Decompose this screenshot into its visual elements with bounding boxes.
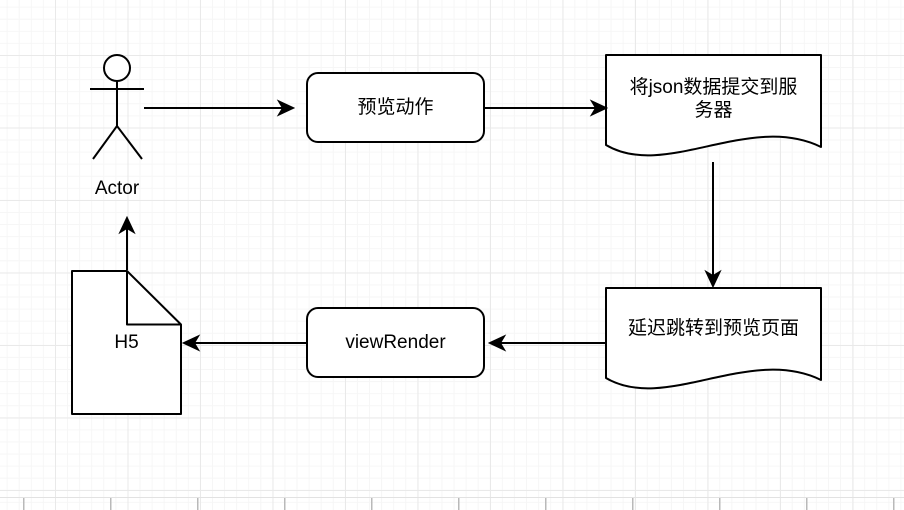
arrow-redirect-to-viewrender[interactable] (487, 334, 606, 352)
arrow-actor-to-preview[interactable] (144, 99, 296, 117)
h5-note-outline (71, 270, 182, 415)
arrowhead-right-icon (589, 99, 609, 117)
actor-head (103, 54, 131, 82)
actor-right-leg (116, 125, 143, 160)
arrowhead-left-icon (181, 334, 201, 352)
arrow-h5-to-actor[interactable] (118, 215, 136, 270)
arrow-preview-to-submit[interactable] (484, 99, 609, 117)
arrowhead-right-icon (276, 99, 296, 117)
page-edge-strip (0, 497, 904, 510)
arrow-submit-to-redirect[interactable] (704, 162, 722, 289)
arrowhead-up-icon (118, 215, 136, 235)
delay-redirect-document-node[interactable] (605, 287, 822, 390)
h5-note-node[interactable] (71, 270, 182, 415)
actor-left-leg (92, 125, 118, 160)
arrow-viewrender-to-h5[interactable] (181, 334, 307, 352)
view-render-node[interactable] (306, 307, 485, 378)
h5-note-fold (126, 271, 181, 326)
submit-json-document-node[interactable] (605, 54, 822, 157)
preview-action-node[interactable] (306, 72, 485, 143)
arrowhead-down-icon (704, 269, 722, 289)
actor-node[interactable] (90, 54, 144, 160)
arrowhead-left-icon (487, 334, 507, 352)
